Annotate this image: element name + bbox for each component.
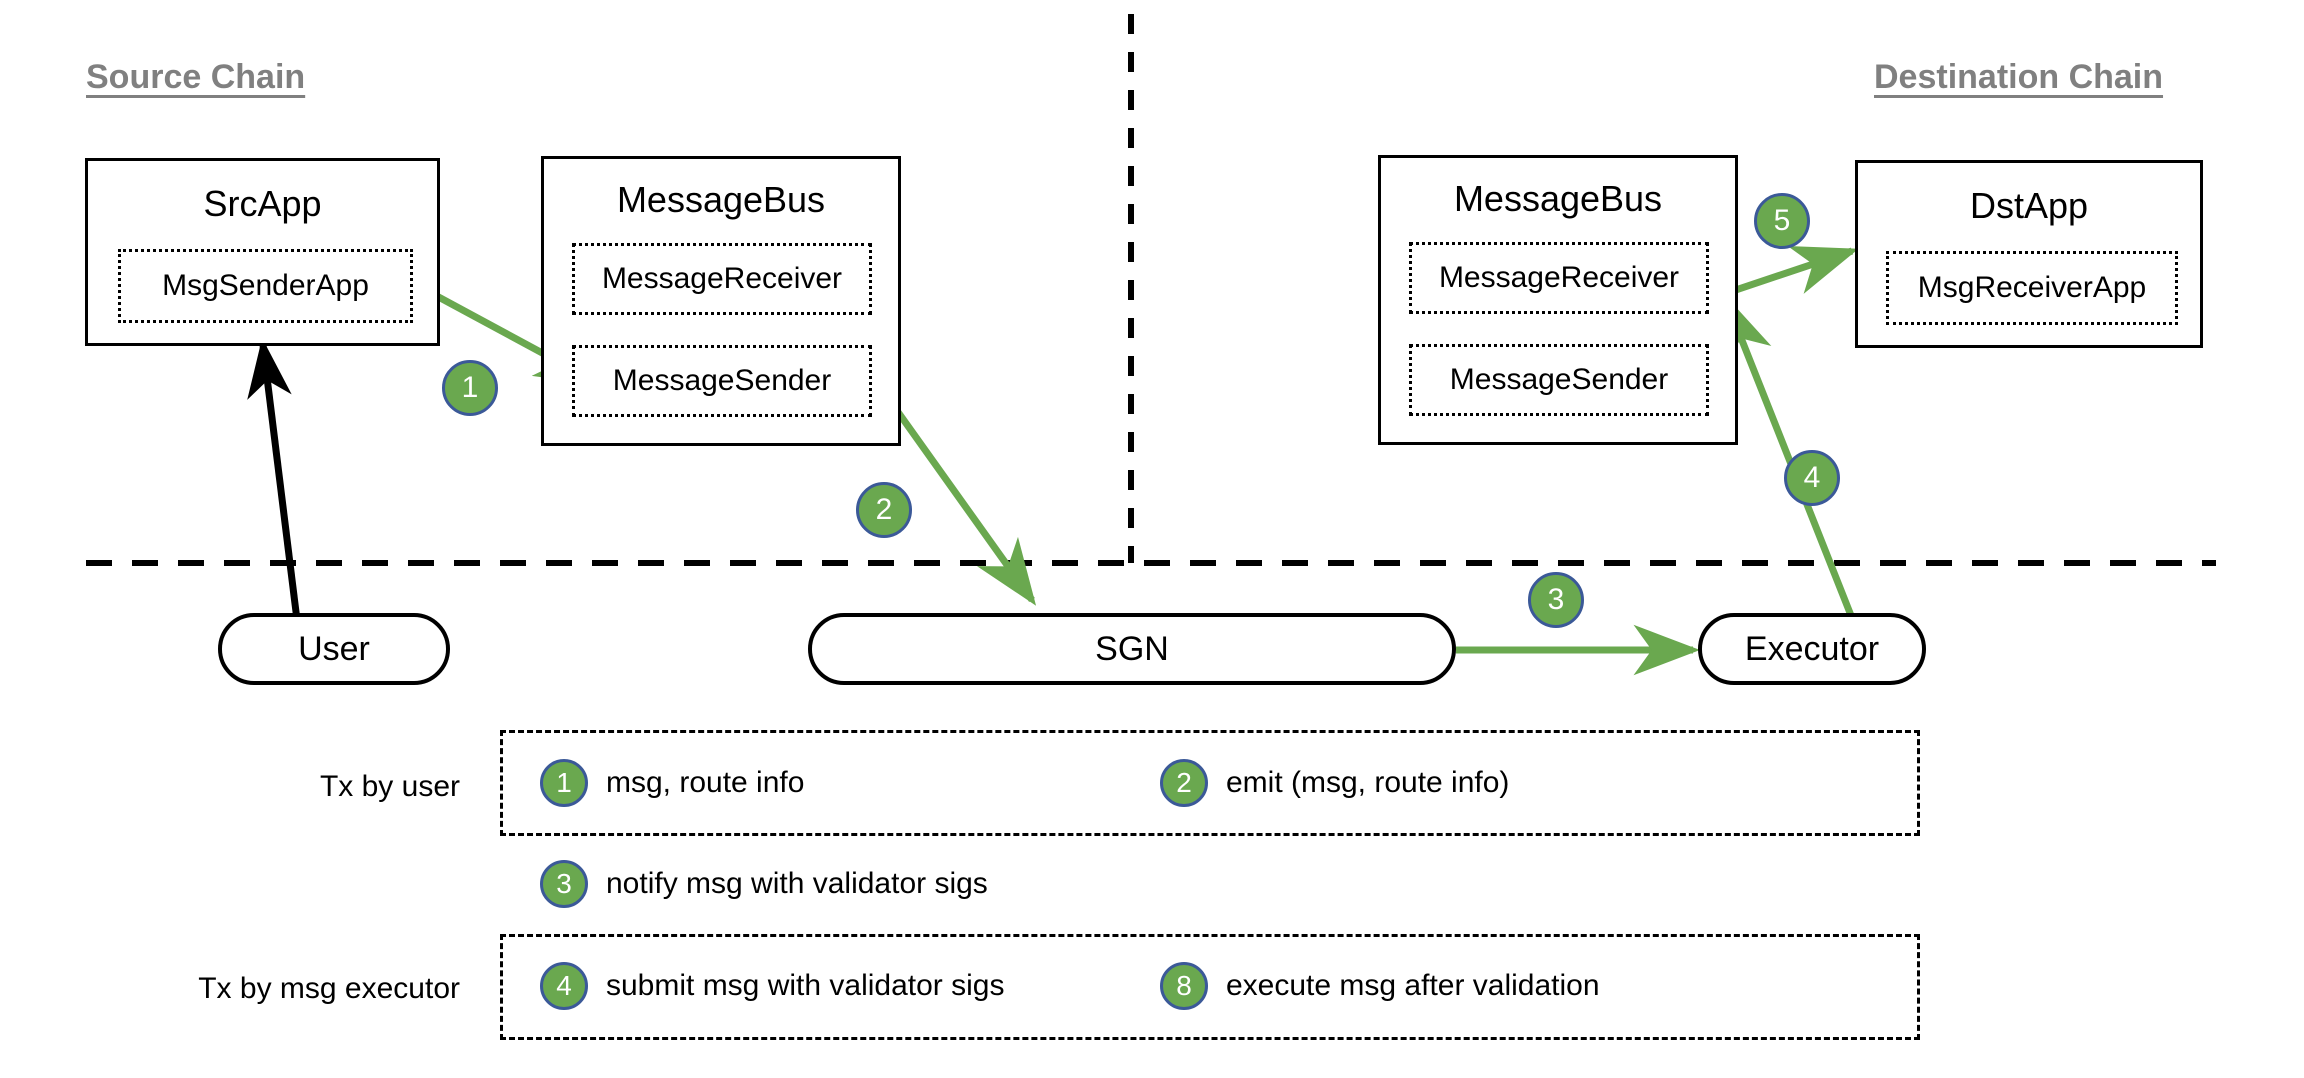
- node-user[interactable]: User: [218, 613, 450, 685]
- executor-label: Executor: [1744, 629, 1880, 668]
- inner-dst-message-sender-label: MessageSender: [1449, 363, 1669, 396]
- legend-text-2: emit (msg, route info): [1226, 766, 1510, 799]
- flow-badge-1: 1: [442, 360, 498, 416]
- node-dst-message-bus[interactable]: MessageBus MessageReceiver MessageSender: [1378, 155, 1738, 445]
- legend-badge-1: 1: [540, 759, 588, 807]
- flow-badge-3: 3: [1528, 572, 1584, 628]
- node-src-app[interactable]: SrcApp MsgSenderApp: [85, 158, 440, 346]
- legend-badge-2: 2: [1160, 759, 1208, 807]
- node-dst-app[interactable]: DstApp MsgReceiverApp: [1855, 160, 2203, 348]
- destination-chain-heading: Destination Chain: [1874, 58, 2164, 96]
- legend-text-8: execute msg after validation: [1226, 969, 1600, 1002]
- legend-group-tx-by-msg-executor: [500, 934, 1920, 1040]
- legend-label-tx-by-msg-executor: Tx by msg executor: [198, 972, 460, 1005]
- node-sgn[interactable]: SGN: [808, 613, 1456, 685]
- arrow-step-2: [890, 402, 1037, 606]
- flow-badge-5: 5: [1754, 193, 1810, 249]
- inner-dst-message-sender[interactable]: MessageSender: [1409, 344, 1709, 416]
- legend-group-tx-by-user: [500, 730, 1920, 836]
- legend-badge-3: 3: [540, 860, 588, 908]
- legend-badge-8: 8: [1160, 962, 1208, 1010]
- arrow-step-4: [1722, 293, 1856, 620]
- inner-src-message-receiver[interactable]: MessageReceiver: [572, 243, 872, 315]
- legend-text-1: msg, route info: [606, 766, 805, 799]
- legend-item-2: 2 emit (msg, route info): [1160, 759, 1509, 807]
- inner-src-message-sender[interactable]: MessageSender: [572, 345, 872, 417]
- legend-item-4: 4 submit msg with validator sigs: [540, 962, 1004, 1010]
- user-label: User: [298, 629, 370, 668]
- legend-item-8: 8 execute msg after validation: [1160, 962, 1600, 1010]
- inner-msg-receiver-app-label: MsgReceiverApp: [1917, 271, 2147, 304]
- inner-msg-receiver-app[interactable]: MsgReceiverApp: [1886, 251, 2178, 325]
- legend-label-tx-by-user: Tx by user: [319, 770, 460, 803]
- inner-msg-sender-app-label: MsgSenderApp: [162, 269, 369, 302]
- legend-item-3: 3 notify msg with validator sigs: [540, 860, 988, 908]
- sgn-label: SGN: [1095, 629, 1169, 668]
- inner-msg-sender-app[interactable]: MsgSenderApp: [118, 249, 413, 323]
- src-message-bus-title: MessageBus: [616, 179, 826, 220]
- legend-item-1: 1 msg, route info: [540, 759, 804, 807]
- flow-badge-2: 2: [856, 482, 912, 538]
- src-app-title: SrcApp: [203, 183, 322, 224]
- inner-src-message-receiver-label: MessageReceiver: [601, 262, 843, 295]
- inner-src-message-sender-label: MessageSender: [612, 364, 832, 397]
- dst-app-title: DstApp: [1969, 185, 2089, 226]
- legend-text-4: submit msg with validator sigs: [606, 969, 1005, 1002]
- node-src-message-bus[interactable]: MessageBus MessageReceiver MessageSender: [541, 156, 901, 446]
- flow-badge-4: 4: [1784, 450, 1840, 506]
- legend-text-3: notify msg with validator sigs: [606, 867, 988, 900]
- source-chain-heading: Source Chain: [86, 58, 306, 96]
- inner-dst-message-receiver-label: MessageReceiver: [1438, 261, 1680, 294]
- dst-message-bus-title: MessageBus: [1453, 178, 1663, 219]
- inner-dst-message-receiver[interactable]: MessageReceiver: [1409, 242, 1709, 314]
- legend-badge-4: 4: [540, 962, 588, 1010]
- node-executor[interactable]: Executor: [1698, 613, 1926, 685]
- arrow-user-to-srcapp: [247, 338, 301, 621]
